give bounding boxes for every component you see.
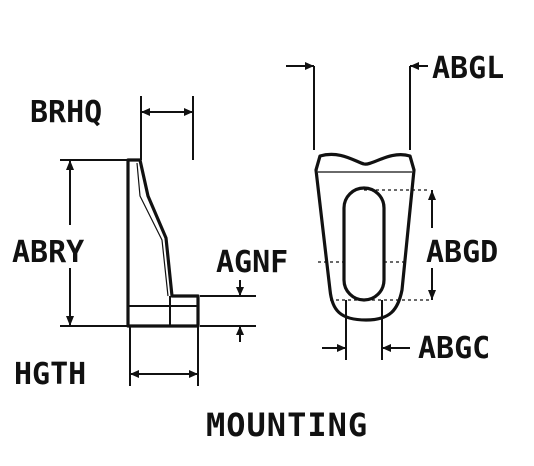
dimension-agnf xyxy=(200,280,256,342)
label-agnf: AGNF xyxy=(216,245,288,280)
dimension-brhq xyxy=(140,96,194,160)
front-view-part xyxy=(314,152,430,322)
front-view-outline xyxy=(314,152,416,322)
label-abgc: ABGC xyxy=(418,331,490,366)
dimension-hgth xyxy=(129,326,199,386)
dimension-abgl xyxy=(286,62,428,150)
dimension-abry xyxy=(60,159,128,327)
label-brhq: BRHQ xyxy=(30,95,102,130)
label-abry: ABRY xyxy=(12,235,84,270)
label-hgth: HGTH xyxy=(14,357,86,392)
label-abgl: ABGL xyxy=(432,51,504,86)
side-view-inner-edge xyxy=(136,162,169,297)
dimension-abgc xyxy=(322,300,410,360)
side-view-outline xyxy=(126,158,200,328)
label-abgd: ABGD xyxy=(426,235,498,270)
side-view-part xyxy=(126,158,200,328)
diagram-caption: MOUNTING xyxy=(206,406,368,444)
dimension-abgd xyxy=(428,190,436,300)
front-view-slot xyxy=(342,186,386,302)
